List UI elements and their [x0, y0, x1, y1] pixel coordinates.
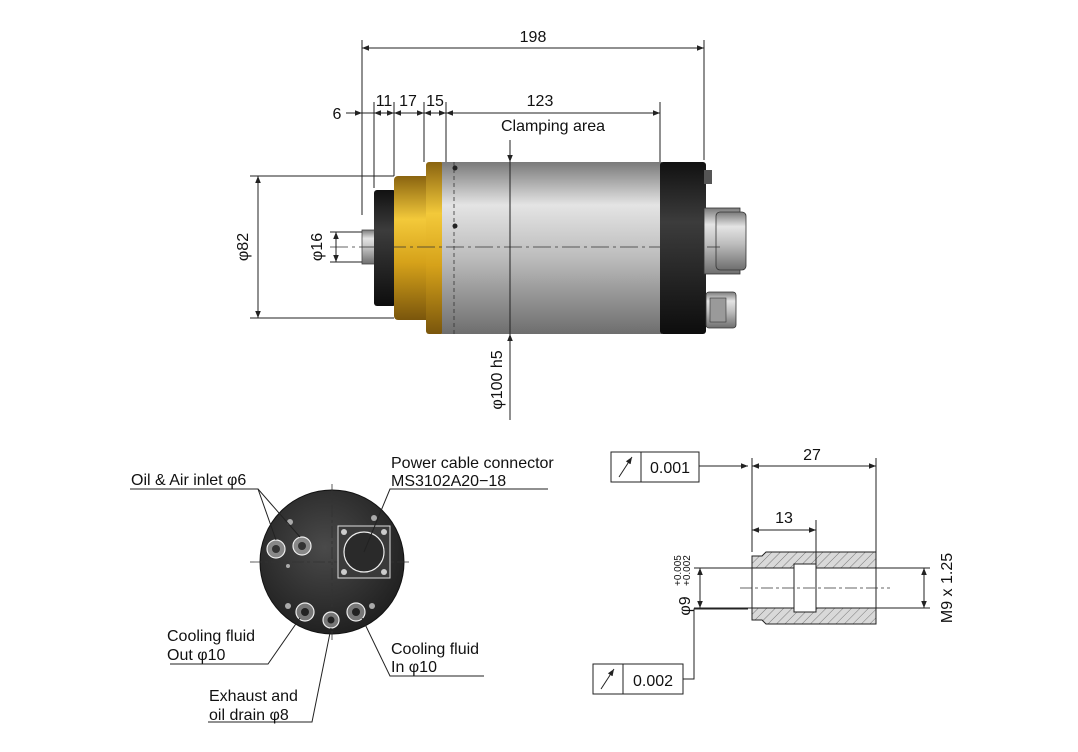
main-housing	[442, 162, 662, 334]
exhaust-label-1: Exhaust and	[209, 688, 298, 705]
runout-top-value: 0.001	[650, 460, 690, 477]
side-view: 198 6 11 17 15 123 Clamping area φ82 φ16	[235, 29, 747, 420]
bore-tol-upper: +0.005	[673, 555, 684, 586]
rear-housing	[660, 162, 706, 334]
clamping-area-label: Clamping area	[501, 118, 605, 135]
dim-123: 123	[527, 93, 554, 110]
cooling-out-label-2: Out φ10	[167, 647, 226, 664]
gold-flange	[426, 162, 444, 334]
front-cap	[374, 190, 396, 306]
power-connector-label-2: MS3102A20−18	[391, 473, 506, 490]
dim-15: 15	[426, 93, 444, 110]
oil-air-inlet-label: Oil & Air inlet φ6	[131, 472, 246, 489]
dim-dia100: φ100 h5	[489, 350, 506, 409]
gold-ring	[394, 176, 436, 320]
dim-17: 17	[399, 93, 417, 110]
power-connector-label-1: Power cable connector	[391, 455, 554, 472]
dim-overall-length: 198	[520, 29, 547, 46]
dim-dia82: φ82	[235, 233, 252, 261]
connector-ring	[715, 211, 747, 271]
runout-bottom-value: 0.002	[633, 673, 673, 690]
spindle-body	[361, 162, 747, 334]
cooling-in-label-1: Cooling fluid	[391, 641, 479, 658]
cooling-out-label-1: Cooling fluid	[167, 628, 255, 645]
screw-head	[452, 165, 458, 171]
length-27: 27	[803, 447, 821, 464]
fitting-top	[704, 170, 712, 184]
cooling-in-label-2: In φ10	[391, 659, 437, 676]
bore-diameter: φ9	[677, 596, 694, 615]
collet-section: 0.001 0.002 27 13 φ9 +0.005 +0.002	[592, 447, 956, 695]
screw-head	[452, 223, 458, 229]
fitting-lower-nut	[709, 297, 727, 323]
end-view: Oil & Air inlet φ6 Power cable connector…	[130, 455, 554, 724]
bore-tol-lower: +0.002	[682, 555, 693, 586]
dim-6: 6	[333, 106, 342, 123]
dim-dia16: φ16	[309, 233, 326, 261]
exhaust-label-2: oil drain φ8	[209, 707, 289, 724]
length-13: 13	[775, 510, 793, 527]
dim-11: 11	[376, 93, 393, 110]
thread-spec: M9 x 1.25	[939, 553, 956, 623]
